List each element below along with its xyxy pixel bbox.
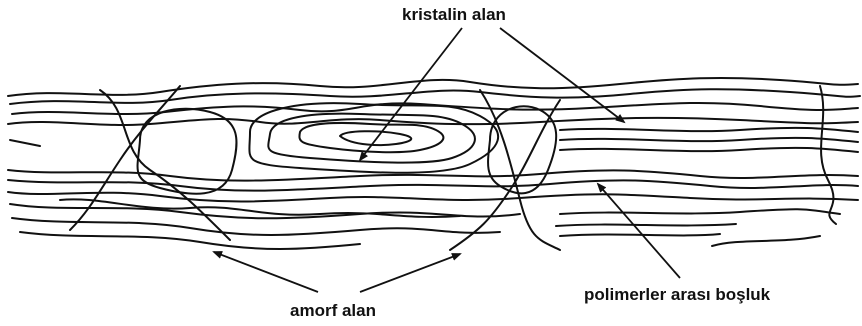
polymer-chains — [8, 78, 860, 250]
label-crystalline: kristalin alan — [402, 5, 506, 24]
polymer-chain — [560, 148, 858, 152]
label-interpolymer-gap: polimerler arası boşluk — [584, 285, 771, 304]
polymer-chain — [8, 78, 858, 96]
polymer-chain — [560, 234, 720, 236]
polymer-chain — [560, 209, 840, 214]
diagram-labels: kristalin alan amorf alan polimerler ara… — [290, 5, 771, 320]
label-amorphous: amorf alan — [290, 301, 376, 320]
arrow-amorphous-right — [360, 254, 460, 292]
arrow-crystalline-2 — [500, 28, 624, 122]
polymer-chain — [12, 218, 500, 235]
polymer-chain — [560, 128, 858, 132]
polymer-chain — [560, 138, 858, 142]
arrow-amorphous-left — [214, 252, 318, 292]
polymer-chain — [8, 180, 858, 191]
crystalline-fold — [299, 123, 443, 152]
polymer-chain-end — [10, 140, 40, 146]
polymer-chain — [712, 236, 820, 246]
polymer-chain — [556, 224, 736, 226]
polymer-chain — [8, 118, 858, 125]
polymer-chain — [10, 89, 860, 104]
polymer-chain — [12, 103, 858, 114]
amorphous-loop — [488, 106, 556, 193]
crystalline-fold — [340, 131, 411, 145]
polymer-chain — [820, 86, 836, 224]
polymer-chain — [8, 192, 858, 202]
arrow-interpolymer-gap — [598, 184, 680, 278]
